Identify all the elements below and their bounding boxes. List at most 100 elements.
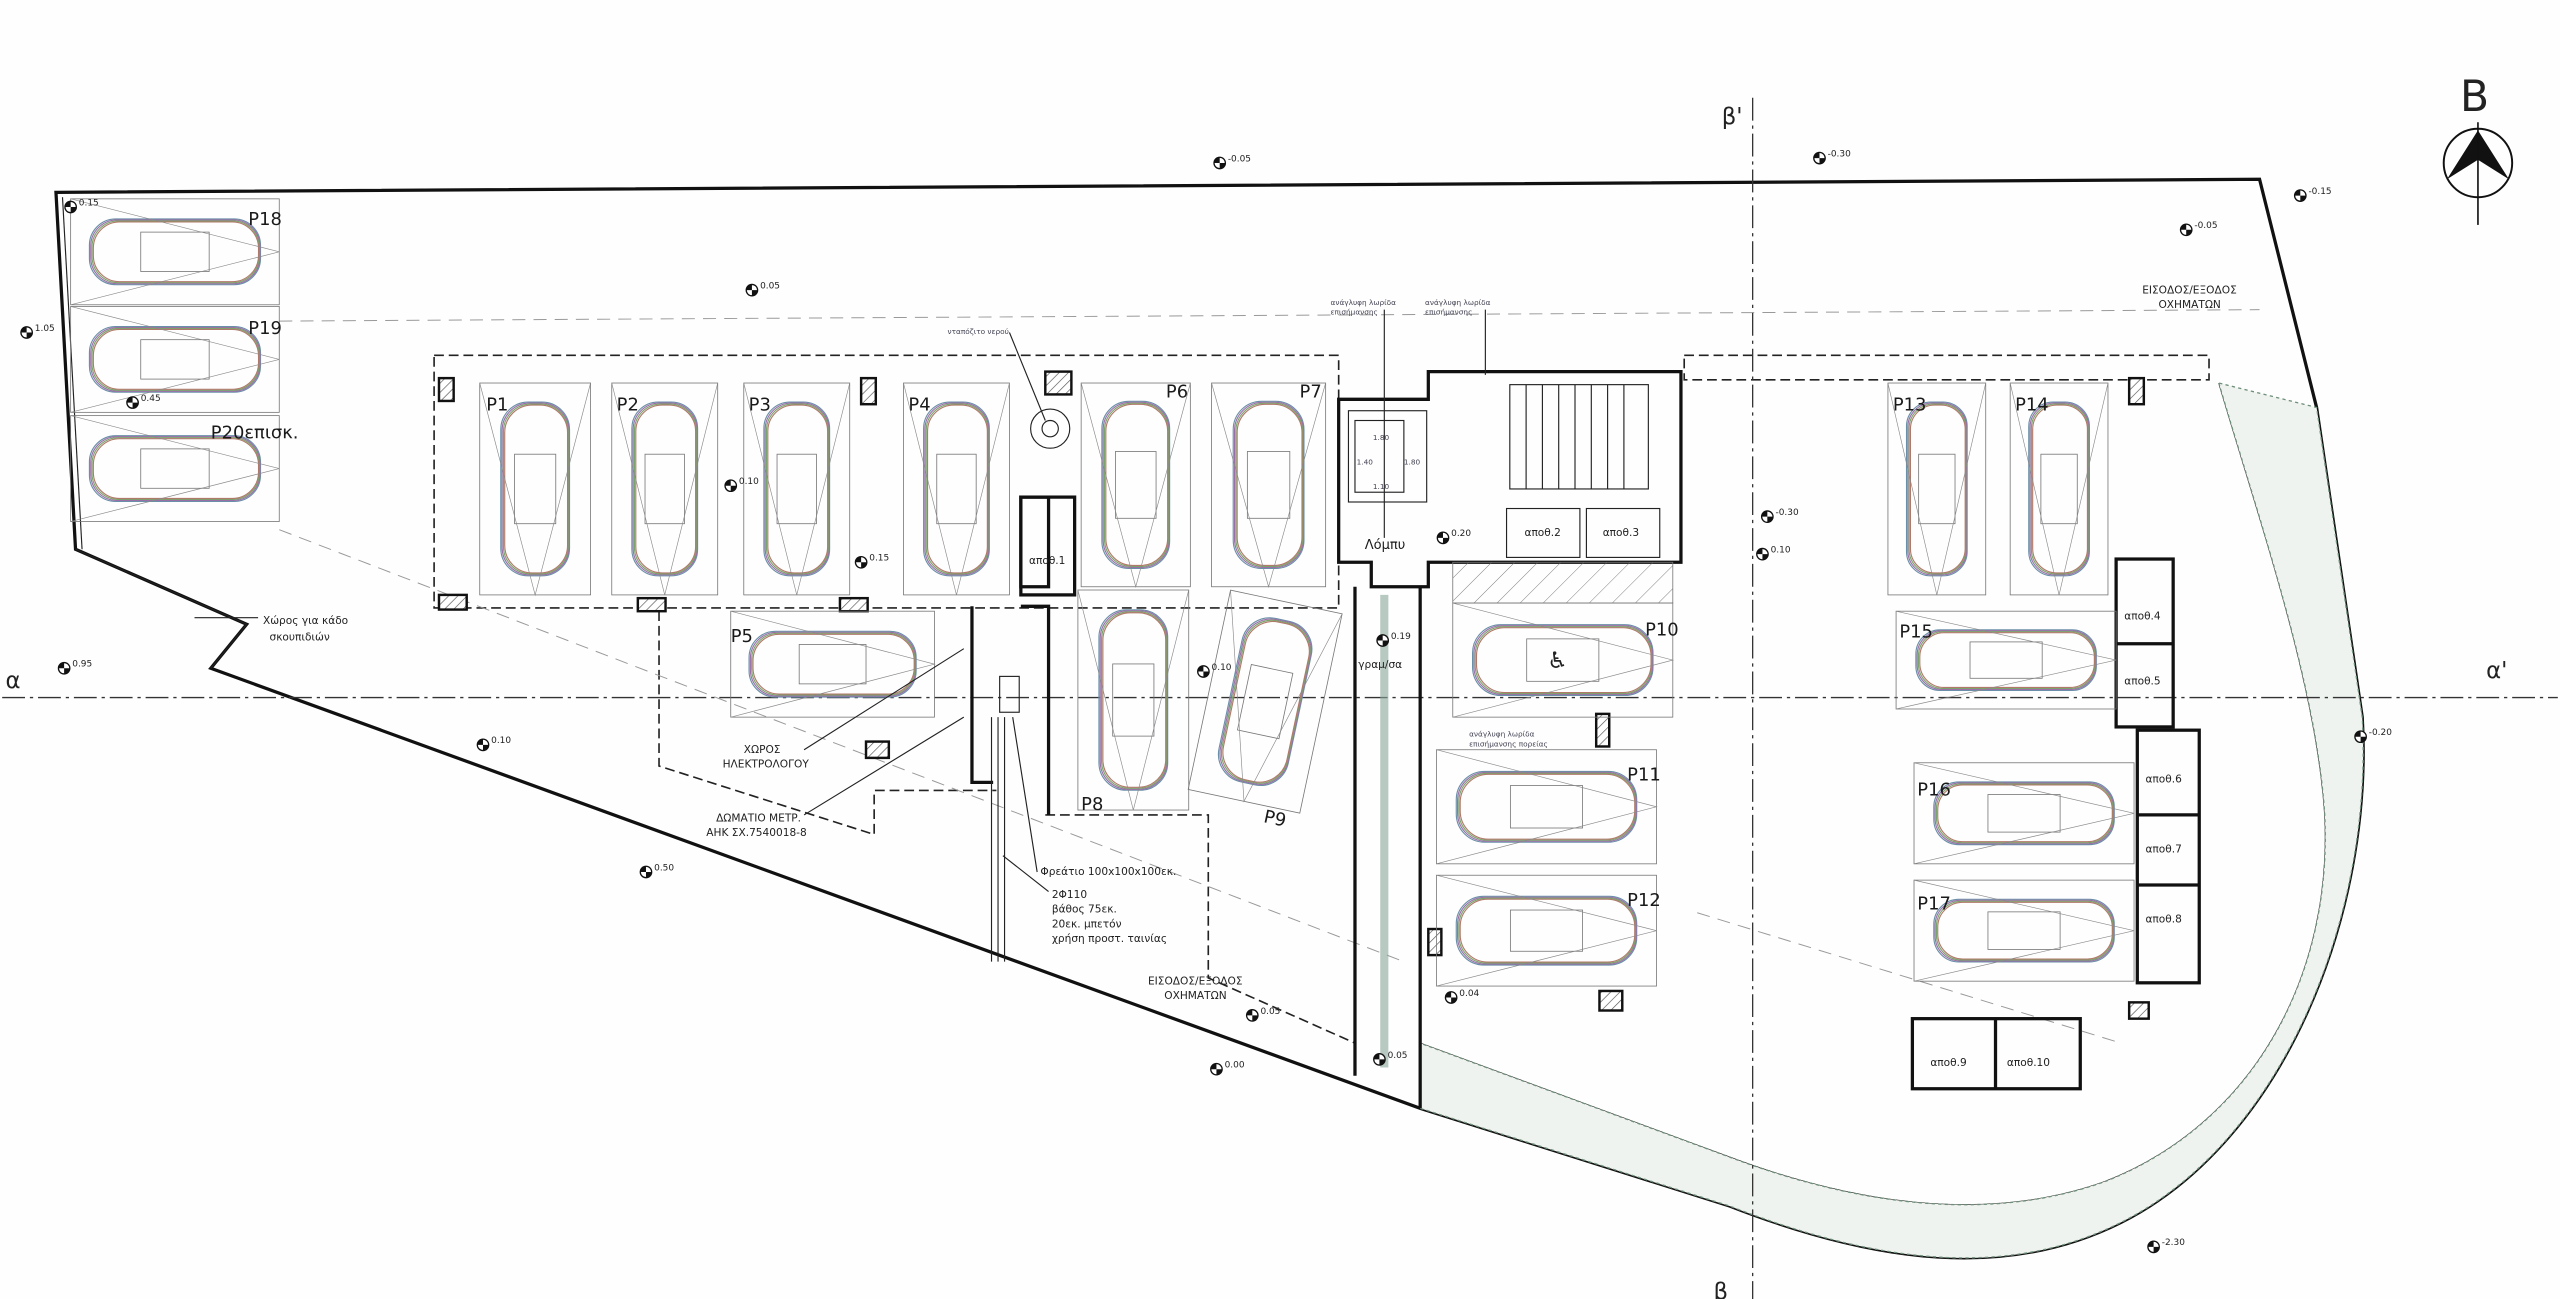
water-tank-icon — [1030, 408, 1071, 449]
turning-guide — [479, 382, 591, 597]
car-icon — [748, 630, 917, 698]
storage-labels: αποθ.1 αποθ.2 αποθ.3 αποθ.4 αποθ.5 αποθ.… — [1029, 527, 2182, 1069]
elevation-marker: 0.15 — [854, 554, 889, 569]
parking-label-p4: P4 — [908, 395, 930, 416]
turning-guide — [70, 415, 280, 522]
elevation-marker: -0.05 — [2179, 221, 2218, 237]
bay-outline — [1077, 589, 1190, 811]
level-symbol-icon — [724, 479, 738, 493]
elevation-marker: -2.30 — [2147, 1238, 2185, 1254]
parking-bay-p9: P9 — [1187, 589, 1343, 831]
elevation-marker: 0.45 — [126, 394, 161, 409]
tactile-strip-note: επισήμανσης — [1425, 308, 1472, 317]
manhole-note: Φρεάτιο 100x100x100εκ. — [1040, 866, 1176, 878]
parking-bay-p14: P14 — [2009, 382, 2109, 596]
level-symbol-icon — [854, 555, 868, 569]
site-boundary — [54, 177, 2365, 1260]
meter-room-note: ΑΗΚ ΣΧ.7540018-8 — [706, 827, 806, 839]
parking-bay-p13: P13 — [1887, 382, 1987, 596]
elevation-marker: -0.30 — [1813, 149, 1851, 165]
level-symbol-icon — [2354, 730, 2367, 744]
storage-7-label: αποθ.7 — [2145, 843, 2181, 855]
turning-guide — [70, 198, 280, 306]
meter-room-note: ΔΩΜΑΤΙΟ ΜΕΤΡ. — [716, 812, 801, 824]
bin-area-note: σκουπιδιών — [269, 632, 329, 644]
level-symbol-icon — [1376, 634, 1390, 647]
turning-guide — [1436, 749, 1658, 865]
elevation-marker: 0.04 — [1444, 989, 1480, 1004]
car-icon — [1101, 400, 1171, 569]
storage-9-label: αποθ.9 — [1930, 1057, 1966, 1069]
parking-bay-p20: P20επισκ. — [70, 415, 299, 522]
bay-outline — [1436, 749, 1657, 865]
elevation-value: -2.30 — [2162, 1238, 2185, 1248]
parking-bay-p7: P7 — [1211, 382, 1327, 588]
parking-label-p1: P1 — [486, 395, 508, 416]
elevation-value: 0.15 — [79, 198, 99, 208]
storage-2-label: αποθ.2 — [1524, 527, 1560, 539]
elevation-value: -0.05 — [1228, 154, 1251, 164]
parking-label-p16: P16 — [1917, 779, 1951, 800]
elevation-marker: 0.95 — [57, 660, 92, 675]
level-symbol-icon — [639, 865, 653, 879]
parking-bay-p19: P19 — [70, 306, 282, 413]
level-symbol-icon — [1373, 1053, 1386, 1066]
car-icon — [1471, 624, 1654, 697]
tactile-strip-note: ανάγλυφη λωρίδα — [1469, 730, 1535, 739]
level-symbol-icon — [1760, 510, 1774, 524]
elevation-value: 0.10 — [491, 736, 511, 746]
parking-label-p2: P2 — [617, 395, 639, 416]
storage-8-label: αποθ.8 — [2145, 914, 2181, 926]
elevation-value: 0.10 — [1212, 663, 1232, 673]
parking-bay-p17: P17 — [1913, 879, 2135, 982]
car-icon — [1915, 629, 2097, 691]
turning-guide — [1452, 602, 1675, 718]
parking-bay-p18: P18 — [70, 198, 282, 306]
pipes-note: 20εκ. μπετόν — [1052, 918, 1122, 930]
vehicle-entrance-label: ΕΙΣΟΔΟΣ/ΕΞΟΔΟΣ — [2142, 284, 2237, 296]
elevation-marker: 1.05 — [20, 324, 55, 339]
storage-6-label: αποθ.6 — [2145, 773, 2182, 785]
turning-guide — [1230, 590, 1343, 803]
car-icon — [88, 435, 262, 502]
level-symbol-icon — [64, 200, 77, 214]
lobby-label: Λόμπυ — [1365, 538, 1406, 553]
line-note: γραμ/σα — [1358, 659, 1402, 671]
parking-bay-p11: P11 — [1436, 749, 1661, 865]
car-icon — [1933, 898, 2115, 963]
level-symbol-icon — [1197, 665, 1210, 678]
elevation-marker: 0.00 — [1210, 1061, 1245, 1076]
parking-bay-p16: P16 — [1913, 762, 2135, 865]
elevation-marker: 0.10 — [724, 477, 759, 493]
elevation-value: -0.30 — [1775, 508, 1798, 518]
parking-bay-p2: P2 — [611, 382, 719, 596]
bay-outline — [1080, 382, 1191, 588]
section-b-label: β — [1714, 1279, 1729, 1299]
level-symbol-icon — [1444, 991, 1458, 1004]
electrician-note: ΗΛΕΚΤΡΟΛΟΓΟΥ — [723, 759, 810, 771]
turning-guide — [70, 306, 280, 413]
turning-guide — [1436, 874, 1657, 987]
car-icon — [1905, 401, 1968, 577]
elevation-marker: -0.15 — [2293, 187, 2332, 202]
elevation-marker: 0.05 — [745, 281, 780, 297]
turning-guide — [2009, 382, 2109, 595]
car-icon — [2028, 401, 2090, 577]
elevation-markers: -0.05 -0.30 -0.15 -0.05 0.15 1.05 0.45 0.05 0.10… — [20, 149, 2392, 1254]
section-b-prime-label: β' — [1722, 104, 1743, 130]
elevation-marker: 0.10 — [1756, 546, 1791, 561]
elevation-value: 0.19 — [1391, 632, 1411, 642]
bay-outline — [1187, 589, 1343, 814]
elevation-value: 0.95 — [72, 660, 92, 670]
car-icon — [88, 325, 262, 393]
annotations: Χώρος για κάδο σκουπιδιών ΧΩΡΟΣ ΗΛΕΚΤΡΟΛ… — [194, 284, 2237, 1002]
section-a-prime-label: α' — [2486, 658, 2507, 684]
bay-outline — [1913, 762, 2135, 865]
parking-label-p18: P18 — [248, 209, 282, 230]
parking-label-p7: P7 — [1300, 382, 1322, 403]
storage-10-label: αποθ.10 — [2007, 1057, 2050, 1069]
elevation-value: 0.50 — [654, 863, 674, 873]
vehicle-entrance-label: ΟΧΗΜΑΤΩΝ — [2158, 299, 2220, 311]
